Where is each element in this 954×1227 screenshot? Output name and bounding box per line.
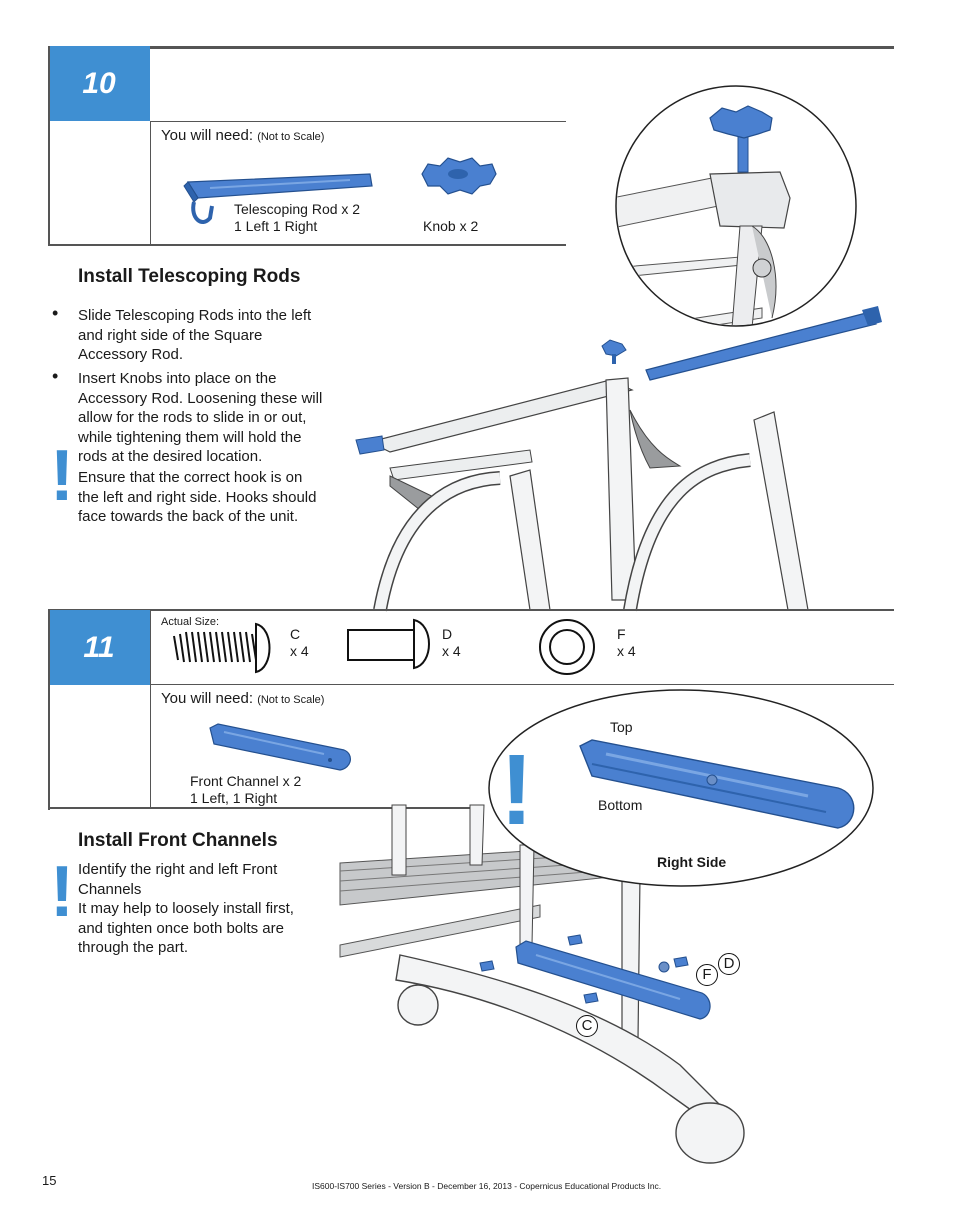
warning-line: Ensure that the correct hook is on xyxy=(78,469,303,486)
telescoping-rod-label-line2: 1 Left 1 Right xyxy=(234,218,318,234)
not-to-scale-note: (Not to Scale) xyxy=(257,694,325,706)
callout-d-marker: D xyxy=(718,953,740,975)
step11-bottom-rule xyxy=(48,807,478,809)
bullet-1-line: Accessory Rod. xyxy=(78,346,184,363)
front-channel-label-line2: 1 Left, 1 Right xyxy=(190,790,278,806)
step11-number-badge: 11 xyxy=(48,610,150,685)
step10-heading: Install Telescoping Rods xyxy=(78,266,301,287)
bullet-1-dot: • xyxy=(52,303,59,323)
callout-bottom-label: Bottom xyxy=(598,797,643,813)
callout-warning-exclamation-icon: ! xyxy=(500,734,534,846)
bullet-2-line: allow for the rods to slide in or out, xyxy=(78,409,307,426)
hardware-f-qty: x 4 xyxy=(617,643,636,659)
step11-warning-text: Identify the right and left Front Channe… xyxy=(78,860,294,958)
callout-right-side-label: Right Side xyxy=(657,854,727,870)
step11-row-rule xyxy=(150,684,894,685)
you-will-need-text: You will need: xyxy=(161,690,254,707)
you-will-need-label: You will need: (Not to Scale) xyxy=(161,690,324,707)
hardware-f-label: F x 4 xyxy=(617,626,636,660)
not-to-scale-note: (Not to Scale) xyxy=(257,131,325,143)
bullet-1-line: Slide Telescoping Rods into the left xyxy=(78,307,312,324)
callout-top-label: Top xyxy=(610,719,633,735)
telescoping-rods-assembly-diagram xyxy=(355,306,882,612)
warning-line: face towards the back of the unit. xyxy=(78,508,299,525)
front-channel-label-line1: Front Channel x 2 xyxy=(190,773,302,789)
step10-bottom-rule xyxy=(48,244,566,246)
page-number: 15 xyxy=(42,1173,57,1188)
step10-column-divider xyxy=(150,121,151,246)
warning-line: It may help to loosely install first, xyxy=(78,900,294,917)
warning-line: the left and right side. Hooks should xyxy=(78,488,317,506)
callout-f-marker: F xyxy=(696,964,718,986)
warning-line: and tighten once both bolts are xyxy=(78,919,284,937)
hardware-d-qty: x 4 xyxy=(442,643,461,659)
warning-line: Identify the right and left Front xyxy=(78,861,278,878)
step10-top-rule xyxy=(48,46,894,49)
step10-left-border xyxy=(48,46,50,246)
hardware-c-letter: C xyxy=(290,626,301,642)
washer-f-icon xyxy=(539,619,595,675)
you-will-need-label: You will need: (Not to Scale) xyxy=(161,127,324,144)
warning-line: through the part. xyxy=(78,939,189,956)
hardware-c-label: C x 4 xyxy=(290,626,309,660)
telescoping-rod-illustration xyxy=(183,173,373,224)
step11-top-rule xyxy=(48,609,894,611)
bullet-2-text: Insert Knobs into place on the Accessory… xyxy=(78,369,322,467)
step10-warning-text: Ensure that the correct hook is on the l… xyxy=(78,468,316,527)
front-channel-illustration xyxy=(209,723,351,771)
callout-c-marker: C xyxy=(576,1015,598,1037)
knob-detail-magnifier xyxy=(615,85,857,327)
step11-column-divider xyxy=(150,610,151,808)
bullet-1-line: and right side of the Square xyxy=(78,326,263,344)
telescoping-rod-label-line1: Telescoping Rod x 2 xyxy=(234,201,361,217)
telescoping-rod-label: Telescoping Rod x 2 1 Left 1 Right xyxy=(234,201,360,235)
right-side-detail-ellipse xyxy=(488,689,874,887)
document-info: IS600-IS700 Series - Version B - Decembe… xyxy=(312,1181,662,1191)
bullet-2-line: Accessory Rod. Loosening these will xyxy=(78,389,323,407)
screw-c-icon xyxy=(173,622,271,674)
knob-label: Knob x 2 xyxy=(423,218,479,234)
step10-row-rule xyxy=(150,121,566,122)
bullet-1-text: Slide Telescoping Rods into the left and… xyxy=(78,306,311,365)
bullet-2-dot: • xyxy=(52,366,59,386)
knob-illustration xyxy=(421,157,497,195)
you-will-need-text: You will need: xyxy=(161,127,254,144)
front-channel-assembly-diagram xyxy=(339,804,745,1164)
bullet-2-line: while tightening them will hold the xyxy=(78,428,302,446)
step11-left-border xyxy=(48,610,50,810)
step10-number-badge: 10 xyxy=(48,46,150,121)
warning-exclamation-icon: ! xyxy=(50,852,74,932)
hardware-f-letter: F xyxy=(617,626,626,642)
actual-size-label: Actual Size: xyxy=(161,616,220,628)
bolt-d-icon xyxy=(347,618,430,670)
hardware-d-label: D x 4 xyxy=(442,626,461,660)
hardware-d-letter: D xyxy=(442,626,453,642)
bullet-2-line: Insert Knobs into place on the xyxy=(78,370,277,387)
hardware-c-qty: x 4 xyxy=(290,643,309,659)
step11-heading: Install Front Channels xyxy=(78,830,278,851)
warning-line: Channels xyxy=(78,880,142,898)
bullet-2-line: rods at the desired location. xyxy=(78,448,263,465)
warning-exclamation-icon: ! xyxy=(50,436,74,516)
front-channel-label: Front Channel x 2 1 Left, 1 Right xyxy=(190,773,301,807)
